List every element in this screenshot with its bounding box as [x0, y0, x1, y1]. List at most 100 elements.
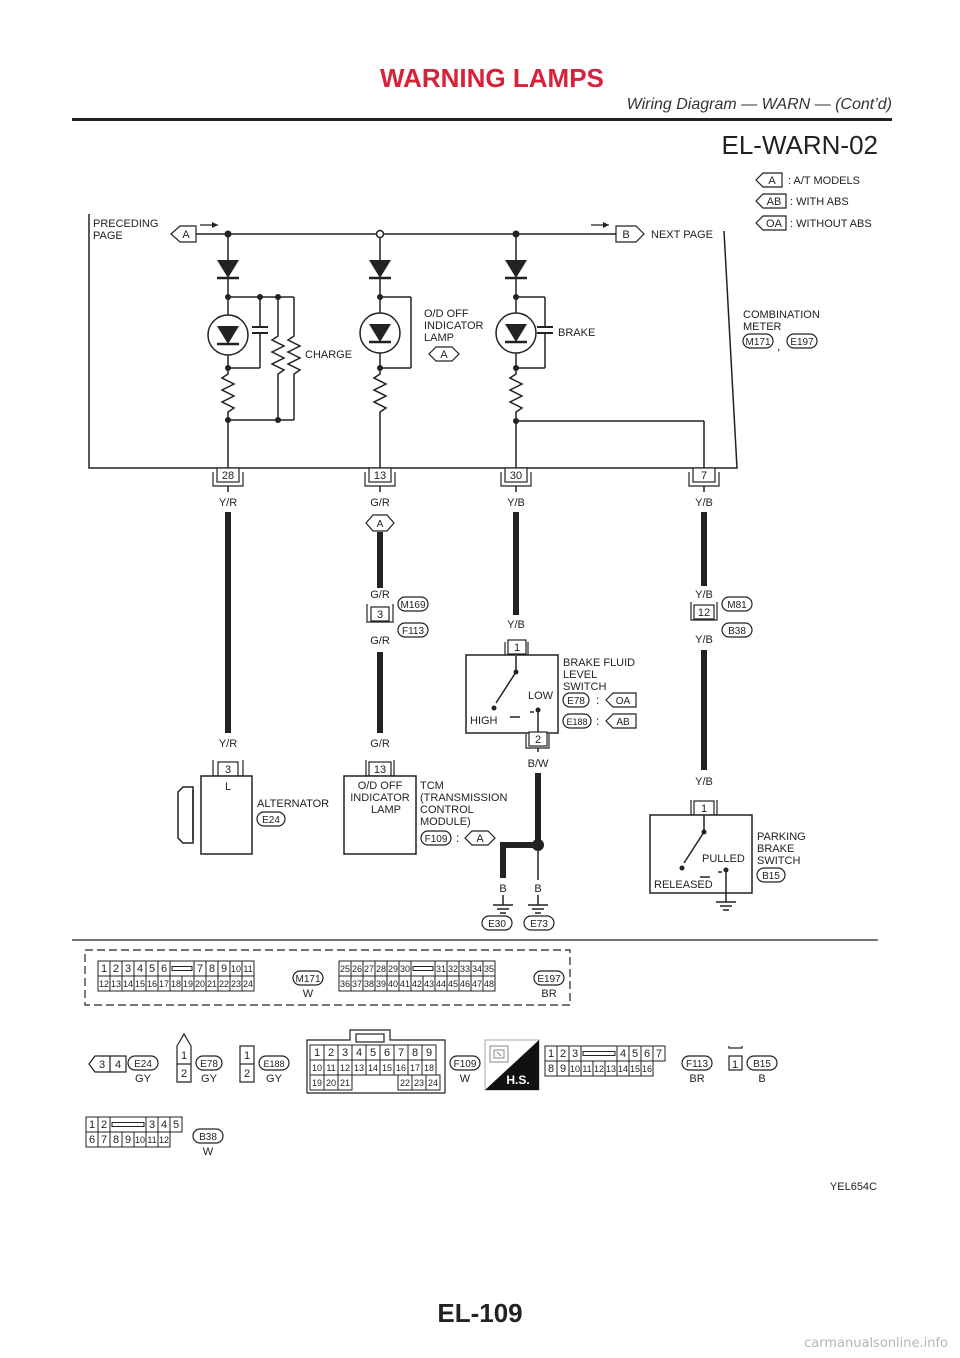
m171-cell [241, 975, 255, 992]
m171-pin: 13 [111, 979, 121, 989]
b38-pin: 10 [135, 1135, 145, 1145]
f109-pin: 7 [398, 1047, 404, 1059]
tcm-colon: : [456, 831, 459, 845]
f109-pin: 23 [414, 1078, 424, 1088]
legend-code-oa: OA [766, 218, 783, 230]
bf-pin-1: 1 [514, 642, 520, 654]
f109-shell [306, 1029, 446, 1094]
parking-brake-switch [649, 800, 753, 911]
e197-pin: 32 [448, 964, 458, 974]
wire-yb-c4-4: Y/B [695, 776, 713, 788]
b38-key [111, 1122, 145, 1127]
m171-pin: 24 [243, 979, 253, 989]
f113-pin: 6 [644, 1048, 650, 1060]
pb-name-1: PARKING [757, 831, 806, 843]
e78-code: E78 [200, 1059, 218, 1070]
m171-pin: 23 [231, 979, 241, 989]
page-number: EL-109 [437, 1298, 523, 1328]
e197-pin: 46 [460, 979, 470, 989]
b38-pin: 1 [89, 1119, 95, 1131]
hs-badge [484, 1039, 540, 1091]
b38-code: B38 [199, 1132, 217, 1143]
alt-conn-e24: E24 [262, 815, 280, 826]
od-lamp-line3: LAMP [424, 332, 454, 344]
tcm-name-1: TCM [420, 780, 444, 792]
b15-code: B15 [753, 1059, 771, 1070]
f109-pin: 2 [328, 1047, 334, 1059]
m171-pin: 7 [197, 963, 203, 975]
e197-pin: 35 [484, 964, 494, 974]
wire-col2 [365, 486, 395, 733]
f109-pin: 1 [314, 1047, 320, 1059]
e78-color: GY [201, 1073, 218, 1085]
bf-low: LOW [528, 690, 554, 702]
wire-gr-4: G/R [370, 738, 390, 750]
alternator [177, 760, 253, 855]
b38-cell [109, 1116, 147, 1133]
ground-wire-2: B [534, 883, 541, 895]
bf-colon-2: : [596, 714, 599, 728]
f113-color: BR [689, 1073, 704, 1085]
e188-connector [239, 1045, 290, 1083]
e197-key [412, 966, 434, 971]
f109-cell [337, 1074, 353, 1091]
e78-connector [176, 1032, 223, 1083]
e188-pin-1: 1 [244, 1050, 250, 1062]
f109-pin: 11 [326, 1063, 335, 1073]
m171-pin: 22 [219, 979, 229, 989]
conn-m81: M81 [727, 600, 747, 611]
od-lamp-line2: INDICATOR [424, 320, 484, 332]
pb-released: RELEASED [654, 879, 713, 891]
m171-pin: 21 [207, 979, 217, 989]
f109-pin: 24 [428, 1078, 438, 1088]
tcm-name-4: MODULE) [420, 816, 471, 828]
legend-text-oa: : WITHOUT ABS [790, 218, 872, 230]
wire-yb-c4-2: Y/B [695, 589, 713, 601]
f109-pin: 12 [340, 1063, 350, 1073]
node-a-marker [170, 225, 197, 243]
m171-pin: 8 [209, 963, 215, 975]
e197-pin: 39 [376, 979, 386, 989]
tcm-name-2: (TRANSMISSION [420, 792, 507, 804]
b38-pin: 4 [161, 1119, 167, 1131]
b38-pin: 3 [149, 1119, 155, 1131]
hs-label: H.S. [506, 1073, 529, 1087]
wire-gr-1: G/R [370, 497, 390, 509]
bf-name-3: SWITCH [563, 681, 606, 693]
ground-e73: E73 [530, 919, 548, 930]
f109-code: F109 [454, 1059, 477, 1070]
f113-pin: 4 [620, 1048, 626, 1060]
meter-line2: METER [743, 321, 782, 333]
e197-pin: 26 [352, 964, 362, 974]
pb-pin-1: 1 [701, 803, 707, 815]
bf-conn-e78: E78 [567, 696, 585, 707]
f113-pin: 1 [548, 1048, 554, 1060]
brake-circuit [495, 230, 705, 470]
e24-color: GY [135, 1073, 152, 1085]
e197-pin: 42 [412, 979, 422, 989]
e188-code: E188 [263, 1059, 284, 1069]
m171-pin: 20 [195, 979, 205, 989]
e197-pin: 34 [472, 964, 482, 974]
e197-pin: 44 [436, 979, 446, 989]
m171-pin: 15 [135, 979, 145, 989]
b38-pin: 6 [89, 1134, 95, 1146]
m171-pin: 17 [159, 979, 169, 989]
e197-pin: 31 [436, 964, 446, 974]
m171-pin: 5 [149, 963, 155, 975]
f113-pin: 5 [632, 1048, 638, 1060]
f113-cell [640, 1060, 654, 1077]
e188-pin-2: 2 [244, 1068, 250, 1080]
e197-pin: 41 [400, 979, 410, 989]
alt-name: ALTERNATOR [257, 798, 329, 810]
preceding-line1: PRECEDING [93, 218, 158, 230]
e197-cell [410, 960, 436, 977]
wire-gr-3: G/R [370, 635, 390, 647]
conn-12: 12 [698, 607, 710, 619]
bf-name-2: LEVEL [563, 669, 597, 681]
brake-label: BRAKE [558, 327, 595, 339]
node-a: A [182, 229, 190, 241]
f113-pin: 11 [582, 1064, 591, 1074]
wire-yb-1: Y/B [507, 497, 525, 509]
